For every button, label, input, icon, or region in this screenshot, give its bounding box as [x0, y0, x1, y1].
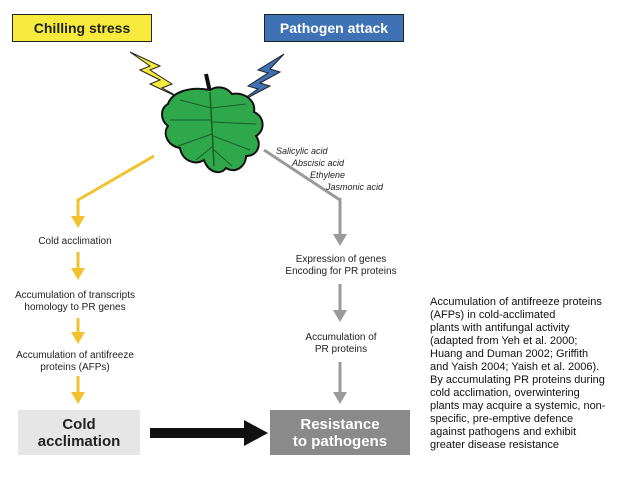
left-arrow-path — [71, 154, 155, 404]
afp-step: Accumulation of antifreeze proteins (AFP… — [16, 350, 134, 373]
leaf-icon — [161, 73, 264, 174]
pathogen-attack-label: Pathogen attack — [279, 20, 389, 36]
lightning-bolt-icon-yellow — [129, 51, 185, 101]
right-arrow-path — [263, 148, 347, 404]
chilling-stress-label: Chilling stress — [33, 20, 131, 36]
cold-acclimation-step: Cold acclimation — [38, 236, 112, 247]
cold-acclimation-result-box: Cold acclimation — [18, 410, 140, 455]
signal-abscisic: Abscisic acid — [292, 158, 345, 168]
resistance-result-box: Resistance to pathogens — [270, 410, 410, 455]
caption-text: Accumulation of antifreeze proteins (AFP… — [430, 296, 606, 451]
chilling-stress-box: Chilling stress — [12, 14, 152, 42]
gene-expression-step: Expression of genes Encoding for PR prot… — [285, 254, 397, 277]
signal-jasmonic: Jasmonic acid — [326, 182, 384, 192]
pr-proteins-step: Accumulation of PR proteins — [305, 332, 377, 355]
pathogen-attack-box: Pathogen attack — [264, 14, 404, 42]
signal-ethylene: Ethylene — [310, 170, 346, 180]
transcripts-step: Accumulation of transcripts homology to … — [14, 290, 136, 313]
cold-to-resistance-arrow — [150, 420, 268, 446]
signal-salicylic: Salicylic acid — [276, 146, 328, 156]
